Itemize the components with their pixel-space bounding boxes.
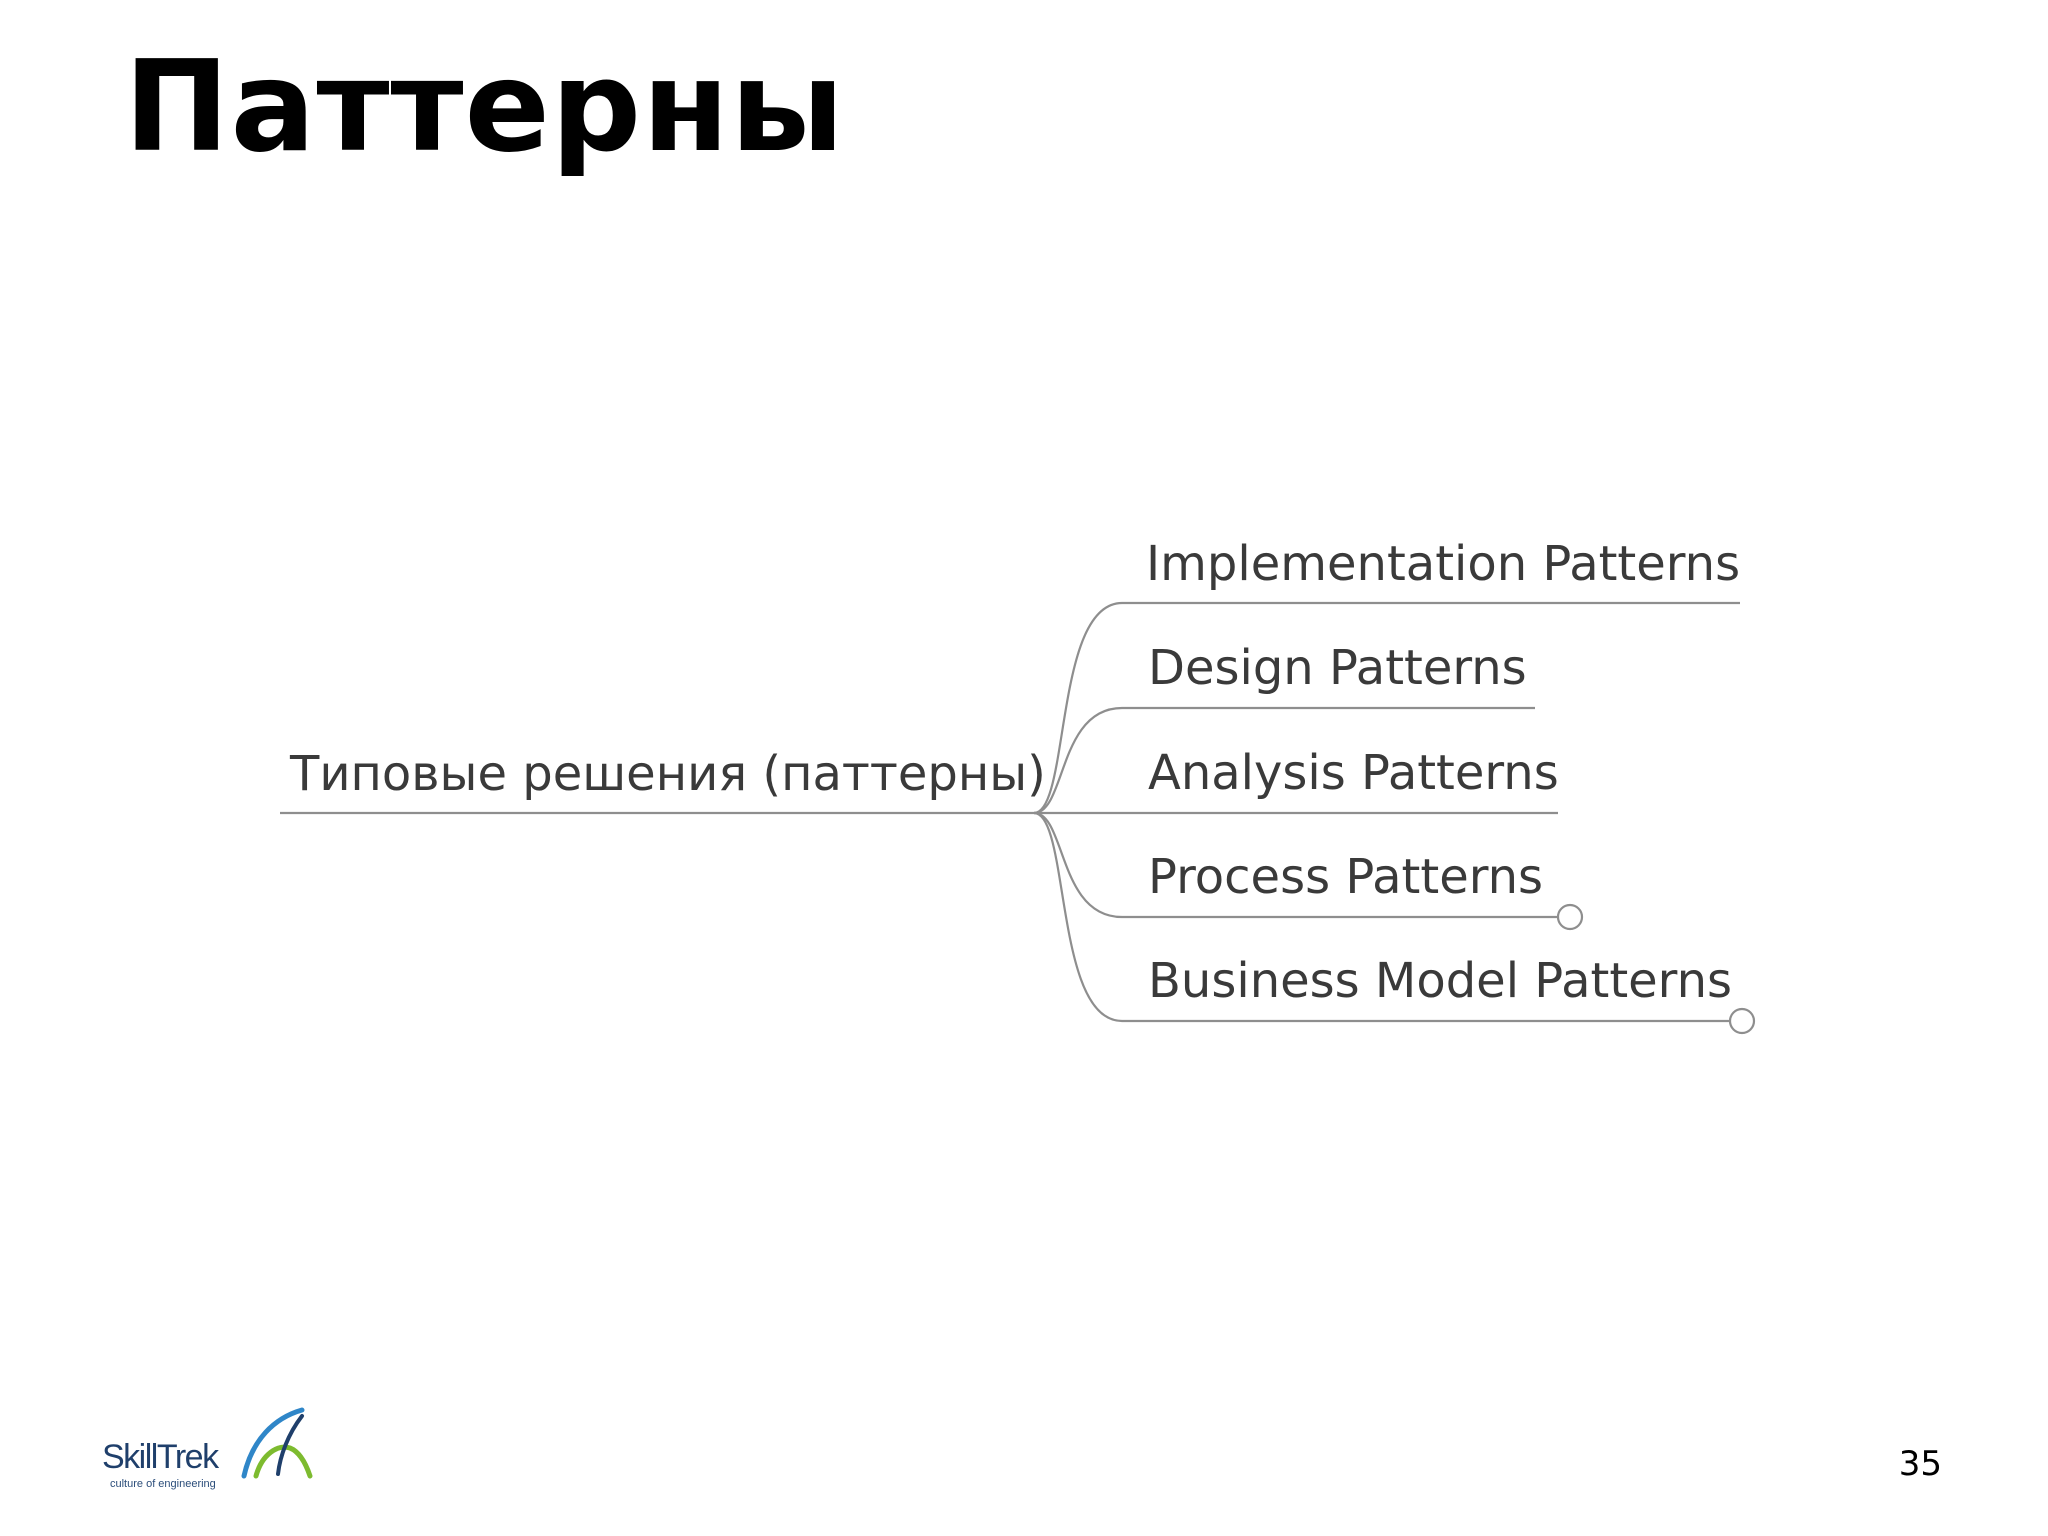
mindmap-connector xyxy=(1033,811,1558,919)
mindmap-branch-design-patterns[interactable]: Design Patterns xyxy=(1148,640,1527,696)
mindmap-branch-process-patterns[interactable]: Process Patterns xyxy=(1148,849,1543,905)
mindmap-connector xyxy=(1033,811,1730,1023)
skilltrek-logo: SkillTrek culture of engineering xyxy=(100,1400,330,1500)
mindmap-branch-business-model-patterns[interactable]: Business Model Patterns xyxy=(1148,953,1732,1009)
logo-wordmark: SkillTrek xyxy=(102,1438,219,1476)
logo-swoosh-icon xyxy=(241,1407,313,1479)
mindmap-connector xyxy=(1033,706,1535,815)
mindmap-connector xyxy=(1033,601,1740,815)
expand-knob[interactable] xyxy=(1556,903,1584,931)
logo-tagline: culture of engineering xyxy=(110,1478,216,1490)
page-number: 35 xyxy=(1898,1444,1942,1484)
mindmap-branch-implementation-patterns[interactable]: Implementation Patterns xyxy=(1146,536,1740,592)
mindmap-root-label: Типовые решения (паттерны) xyxy=(289,746,1046,802)
slide-title: Паттерны xyxy=(124,33,846,180)
mindmap-branch-analysis-patterns[interactable]: Analysis Patterns xyxy=(1148,745,1559,801)
expand-knob[interactable] xyxy=(1728,1007,1756,1035)
